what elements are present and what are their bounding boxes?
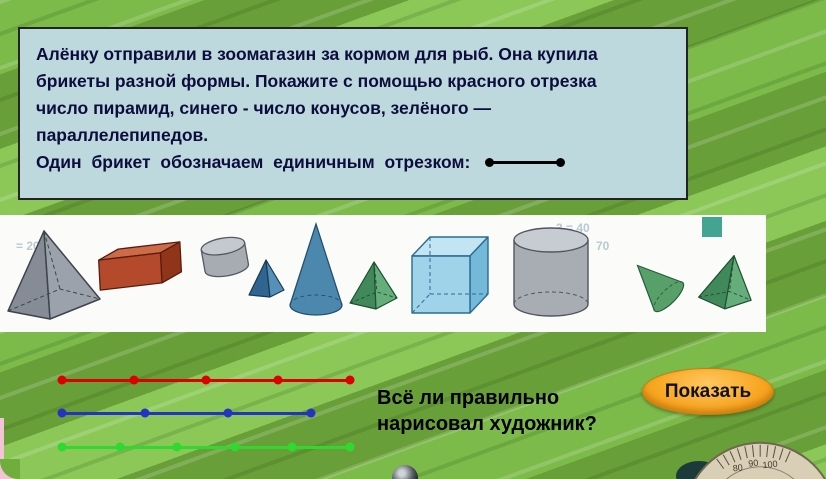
question-line: нарисовал художник? — [377, 413, 597, 435]
faint-text: = 20 — [16, 239, 40, 253]
task-text-line: число пирамид, синего - число конусов, з… — [36, 98, 491, 118]
green-segment — [57, 442, 355, 454]
figure-blue-cone-icon — [289, 221, 343, 316]
red-segment — [57, 375, 355, 387]
pink-corner-mask — [0, 459, 20, 479]
figure-green-cone-icon — [636, 264, 685, 313]
faint-text: 70 — [596, 239, 610, 253]
task-text-line: Один брикет обозначаем единичным отрезко… — [36, 149, 670, 176]
unit-segment-label: Один брикет обозначаем единичным отрезко… — [36, 152, 471, 172]
protractor-number: 80 — [732, 462, 743, 473]
pink-edge — [0, 418, 4, 479]
task-text-line: Алёнку отправили в зоомагазин за кормом … — [36, 44, 598, 64]
protractor-number: 90 — [748, 458, 759, 469]
figure-red-parallelepiped-icon — [98, 241, 183, 291]
figure-gray-pyramid-icon — [7, 230, 101, 320]
task-text-line: брикеты разной формы. Покажите с помощью… — [36, 71, 597, 91]
task-box: Алёнку отправили в зоомагазин за кормом … — [18, 27, 688, 200]
figures-strip: = 20 3 = 40 70 — [0, 215, 766, 332]
figure-green-pyramid-icon — [349, 261, 398, 310]
protractor-icon: 80 90 100 — [683, 441, 826, 479]
figure-green-pyramid-tilted-icon — [698, 255, 752, 310]
sphere-object — [392, 465, 418, 479]
unit-segment-icon — [485, 157, 566, 168]
protractor-number: 100 — [762, 459, 778, 471]
faint-square — [702, 217, 722, 237]
question-line: Всё ли правильно — [377, 387, 560, 409]
figure-big-cylinder-icon — [513, 227, 589, 317]
figure-blue-pyramid-icon — [248, 259, 285, 298]
blue-segment — [57, 408, 316, 420]
figure-small-cylinder-icon — [200, 236, 250, 278]
question-text: Всё ли правильно нарисовал художник? — [377, 385, 597, 437]
task-text-line: параллелепипедов. — [36, 125, 209, 145]
show-button[interactable]: Показать — [642, 368, 774, 415]
figure-blue-cube-icon — [411, 236, 489, 314]
